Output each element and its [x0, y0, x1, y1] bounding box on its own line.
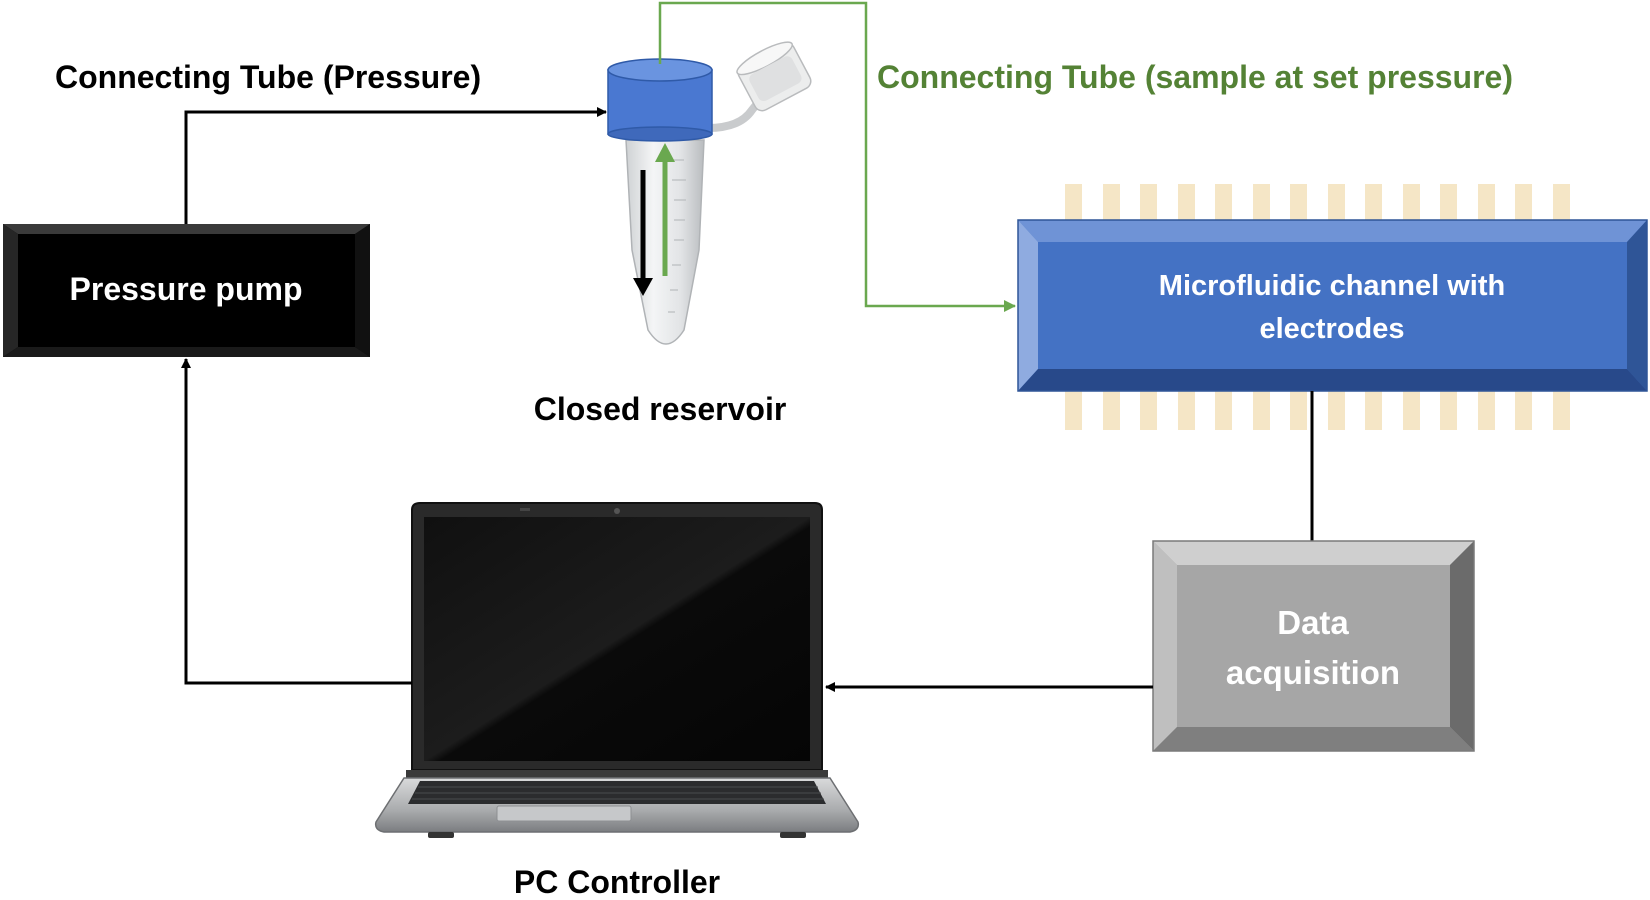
eppendorf-tube-icon [607, 41, 812, 345]
microfluidic-label-line2: electrodes [1259, 313, 1404, 345]
closed-reservoir-label: Closed reservoir [534, 391, 787, 427]
connecting-tube-sample-label: Connecting Tube (sample at set pressure) [877, 59, 1513, 95]
laptop-icon [374, 502, 860, 838]
data-acquisition-label-line1: Data [1277, 604, 1349, 641]
pc-controller-label: PC Controller [514, 864, 720, 900]
microfluidic-channel-box: Microfluidic channel with electrodes [1017, 219, 1648, 392]
pressure-pump-label: Pressure pump [70, 271, 303, 307]
microfluidic-label-line1: Microfluidic channel with [1159, 270, 1505, 302]
electrode-pads [1065, 184, 1570, 430]
connecting-tube-pressure-label: Connecting Tube (Pressure) [55, 59, 481, 95]
pc-to-pump-line [181, 358, 412, 685]
data-acquisition-label-line2: acquisition [1226, 654, 1400, 691]
sample-tube-line [658, 1, 1016, 312]
data-acquisition-box: Data acquisition [1152, 540, 1475, 752]
pressure-pump-box: Pressure pump [3, 224, 370, 357]
pressure-tube-line [184, 107, 607, 224]
